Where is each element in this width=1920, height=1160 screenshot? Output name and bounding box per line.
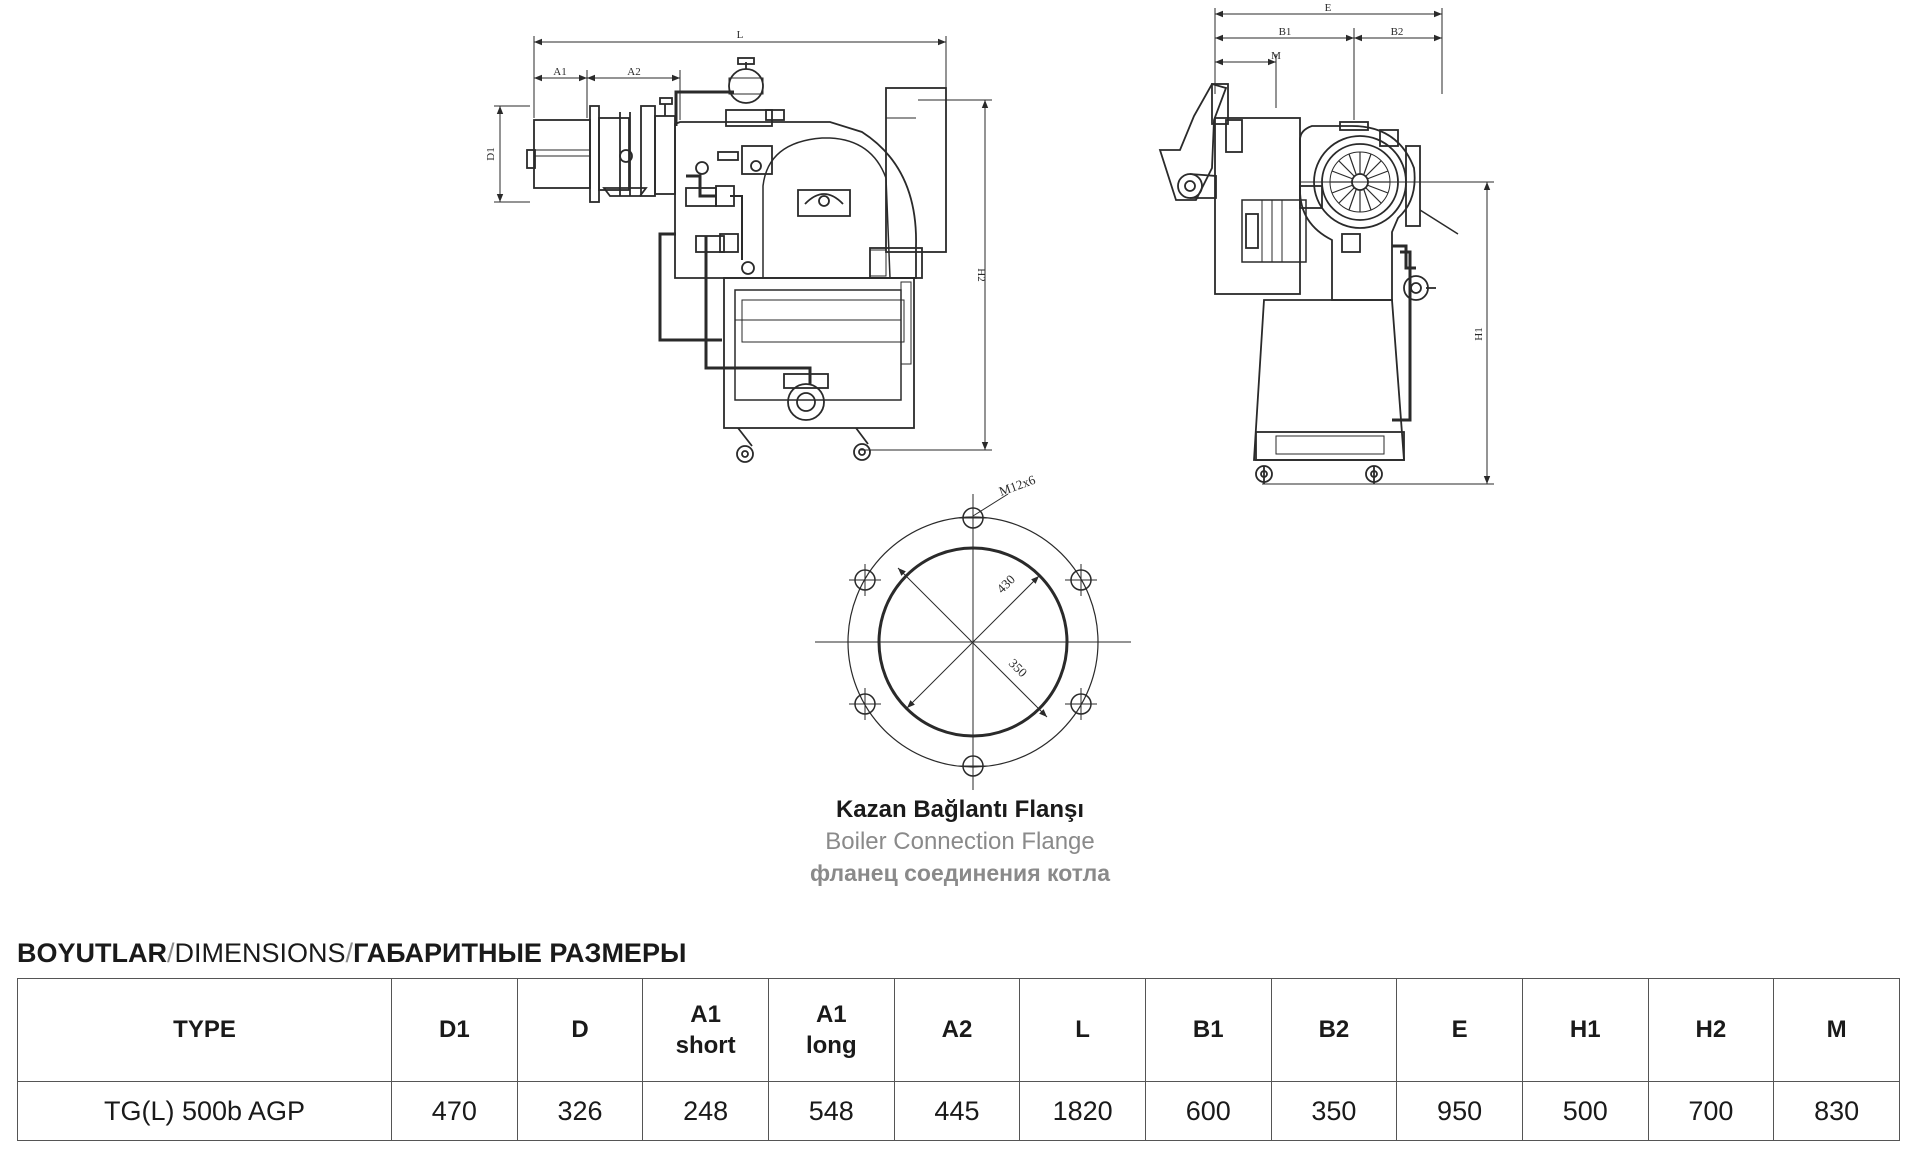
boiler-flange (815, 493, 1131, 790)
label-h1: H1 (1473, 327, 1485, 340)
side-view (494, 36, 992, 463)
table-cell: 950 (1396, 1081, 1523, 1141)
label-h2: H2 (975, 268, 987, 281)
label-d1: D1 (485, 147, 497, 160)
column-header: D1 (391, 978, 518, 1082)
flange-caption-ru: фланец соединения котла (809, 860, 1111, 886)
table-cell: 548 (767, 1081, 895, 1141)
column-header: B2 (1270, 978, 1398, 1082)
table-cell: 500 (1521, 1081, 1649, 1141)
table-cell: 326 (516, 1081, 644, 1141)
table-cell: 700 (1647, 1081, 1775, 1141)
label-a1: A1 (553, 66, 566, 78)
table-cell: 1820 (1019, 1081, 1146, 1141)
table-cell: 830 (1773, 1081, 1900, 1141)
column-header: L (1019, 978, 1146, 1082)
dimensions-title: BOYUTLAR/DIMENSIONS/ГАБАРИТНЫЕ РАЗМЕРЫ (17, 938, 686, 969)
label-b2: B2 (1391, 26, 1404, 38)
column-header: E (1396, 978, 1523, 1082)
dimensions-title-ru: ГАБАРИТНЫЕ РАЗМЕРЫ (353, 938, 687, 968)
flange-caption-tr: Kazan Bağlantı Flanşı (835, 796, 1085, 823)
column-header: A2 (893, 978, 1021, 1082)
label-m: M (1271, 50, 1281, 62)
table-cell: 470 (391, 1081, 518, 1141)
table-cell: 445 (893, 1081, 1021, 1141)
column-header: M (1773, 978, 1900, 1082)
technical-drawing: L A1 A2 D1 H2 E B1 B2 M H1 M12x6 430 350 (485, 2, 1494, 790)
label-l: L (737, 29, 744, 41)
label-e: E (1325, 2, 1332, 14)
label-a2: A2 (627, 66, 640, 78)
column-header: H1 (1521, 978, 1649, 1082)
dimensions-title-separator: / (345, 938, 354, 968)
flange-bolt-label: M12x6 (997, 472, 1038, 499)
label-b1: B1 (1279, 26, 1292, 38)
column-header: D (516, 978, 644, 1082)
table-cell: 350 (1270, 1081, 1398, 1141)
table-cell: 600 (1144, 1081, 1272, 1141)
flange-caption-en: Boiler Connection Flange (825, 828, 1095, 855)
column-header: B1 (1144, 978, 1272, 1082)
table-cell: 248 (642, 1081, 769, 1141)
dimensions-title-en: DIMENSIONS (174, 938, 346, 968)
table-cell: TG(L) 500b AGP (17, 1081, 392, 1141)
dimensions-title-tr: BOYUTLAR (17, 938, 167, 968)
flange-inner-label: 350 (1006, 656, 1030, 680)
column-header: H2 (1647, 978, 1775, 1082)
front-view (1158, 8, 1494, 485)
dimensions-title-separator: / (167, 938, 175, 968)
flange-outer-label: 430 (994, 572, 1018, 596)
column-header: TYPE (17, 978, 392, 1082)
